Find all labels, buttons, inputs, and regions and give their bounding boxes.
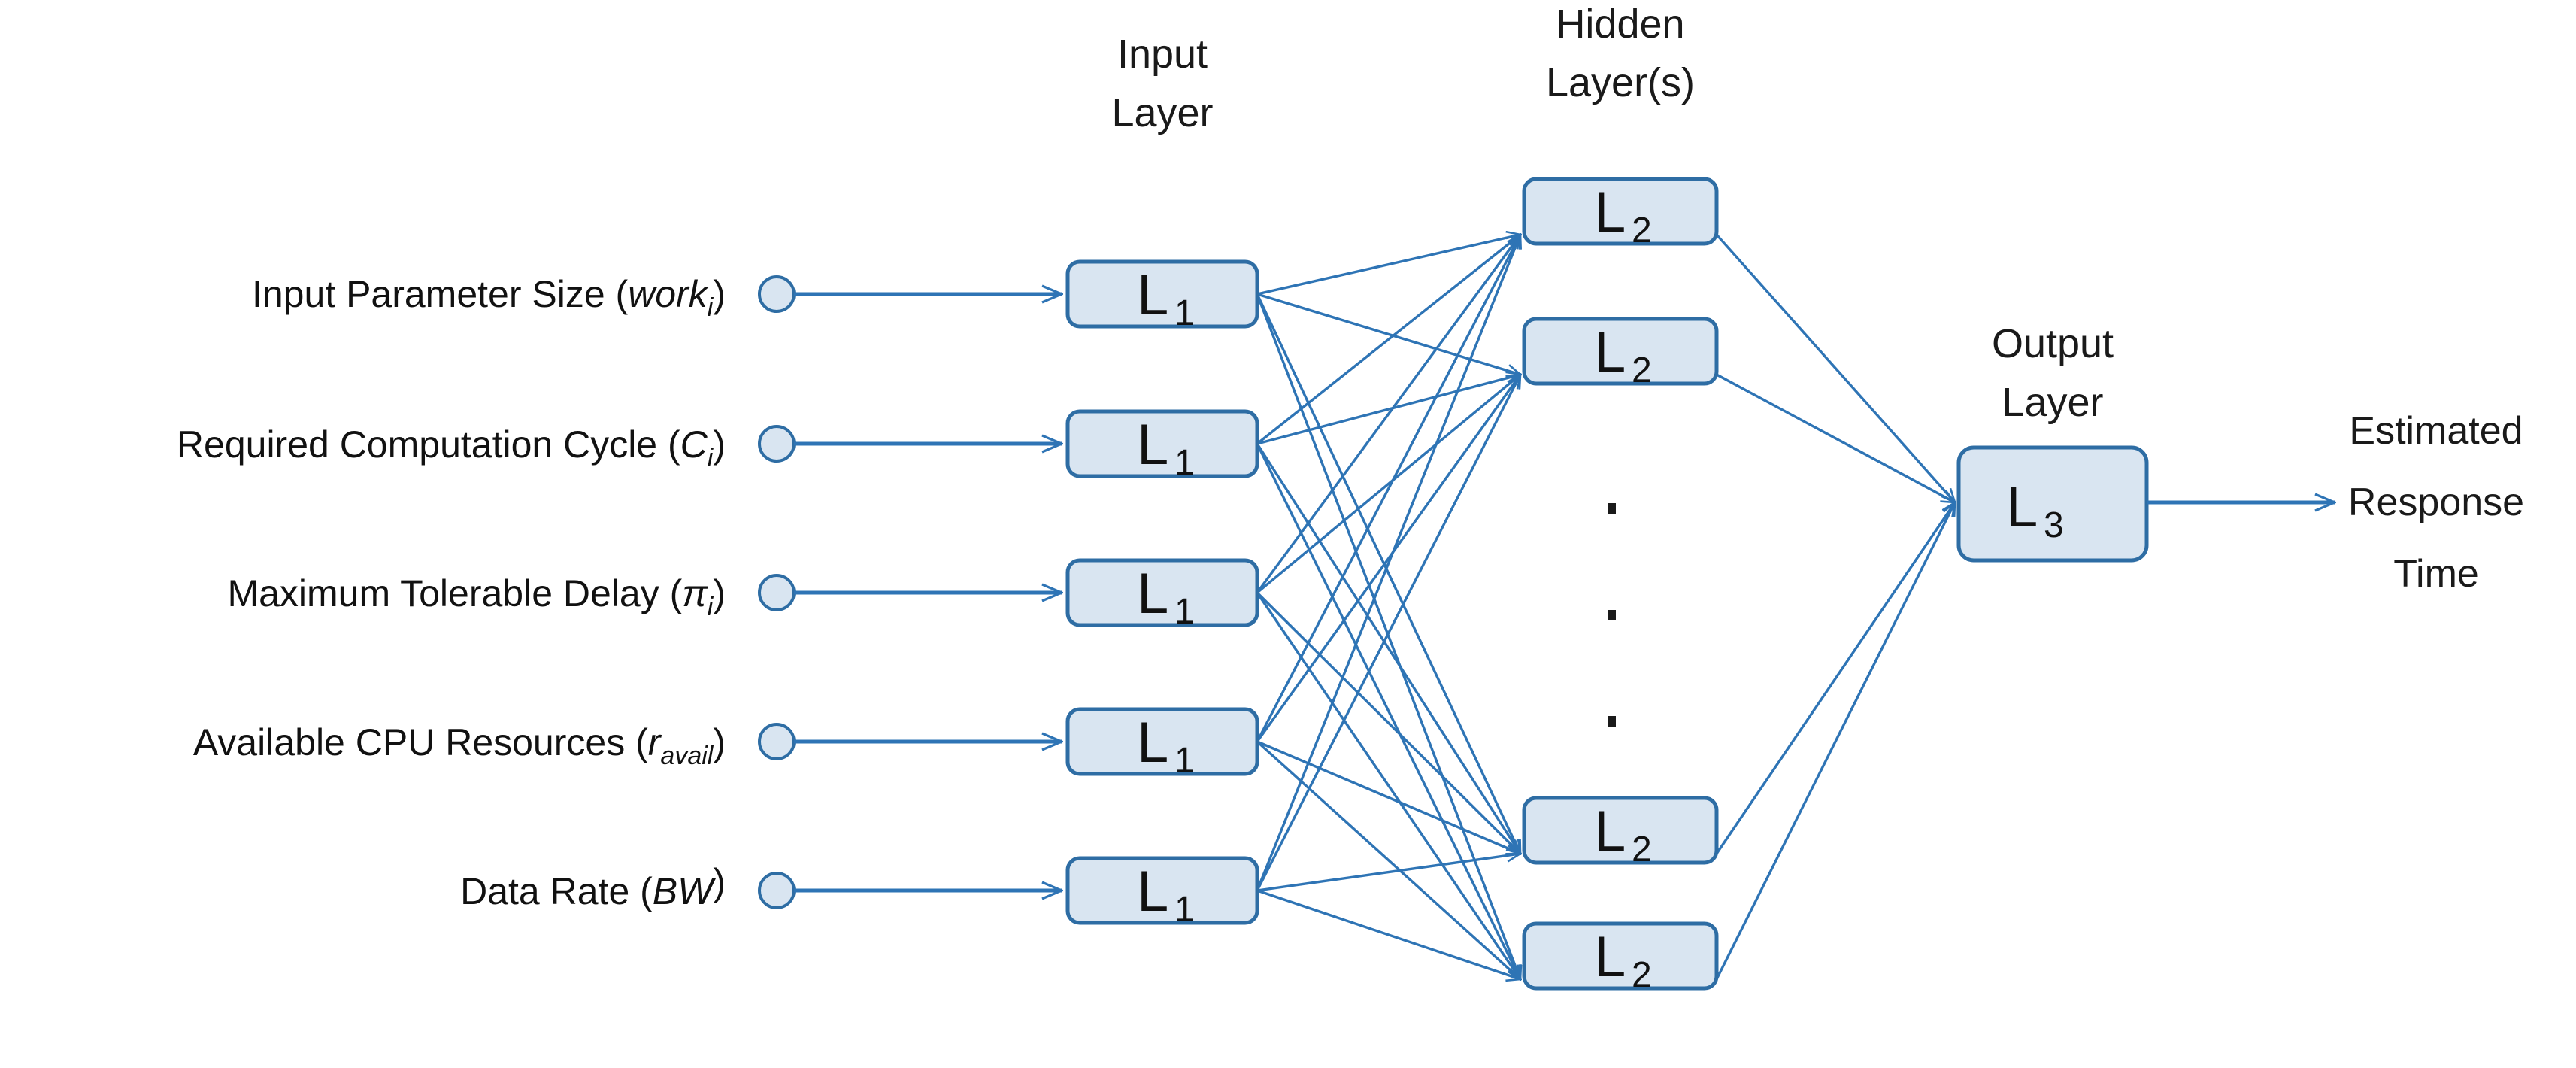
edge-l1-4-l2-1 [1256, 375, 1522, 891]
node-l2-0-label: L [1594, 181, 1626, 244]
edge-l1-0-l2-2 [1256, 293, 1522, 854]
edge-l1-3-l2-1 [1256, 375, 1520, 742]
node-l1-4-subscript: 1 [1174, 890, 1195, 930]
hidden-layer-heading-line1: Hidden [1556, 2, 1684, 47]
edge-l1-1-l2-1 [1256, 375, 1520, 445]
output-layer-heading-line2: Layer [2002, 380, 2103, 425]
input-to-layer1-arrows [794, 294, 1062, 891]
input-circle-3 [758, 723, 796, 760]
node-l1-3[interactable]: L 1 [1065, 707, 1259, 781]
node-l1-2-subscript: 1 [1174, 592, 1195, 632]
input-layer-heading-line1: Input [1117, 32, 1208, 77]
edge-l1-4-l2-2 [1256, 854, 1520, 892]
input-circle-2 [758, 574, 796, 611]
node-l2-3-subscript: 2 [1632, 955, 1652, 995]
node-l1-2[interactable]: L 1 [1065, 558, 1259, 632]
edge-l1-0-l2-3 [1256, 293, 1520, 979]
hidden-layer-ellipsis [1608, 503, 1616, 727]
input-feature-labels: Input Parameter Size (worki) Required Co… [177, 273, 726, 912]
node-l1-2-label: L [1137, 562, 1168, 626]
node-l2-2-label: L [1594, 799, 1626, 863]
edge-l1-4-l2-0 [1256, 235, 1520, 891]
input-label-0: Input Parameter Size (worki) [252, 273, 726, 322]
edge-l1-4-l2-3 [1256, 889, 1520, 979]
node-l1-4-label: L [1137, 860, 1168, 924]
node-l2-3-label: L [1594, 925, 1626, 989]
input-layer-nodes: L 1 L 1 L 1 L 1 L 1 [1065, 259, 1259, 930]
output-layer-heading-line1: Output [1992, 321, 2114, 366]
node-l1-0-subscript: 1 [1174, 293, 1195, 333]
ellipsis-dot-0 [1608, 503, 1616, 514]
output-label-line1: Estimated [2349, 409, 2523, 453]
hidden-layer-nodes: L 2 L 2 L 2 L 2 [1522, 177, 1719, 995]
input-circle-0 [758, 275, 796, 313]
node-l1-0[interactable]: L 1 [1065, 259, 1259, 333]
node-l1-0-label: L [1137, 263, 1168, 327]
ellipsis-dot-1 [1608, 610, 1616, 620]
edge-l1-1-l2-2 [1256, 443, 1520, 854]
edge-l2-2-l3 [1715, 502, 1955, 854]
output-label-line2: Response [2348, 481, 2524, 524]
edge-l1-3-l2-0 [1256, 235, 1522, 742]
input-label-1: Required Computation Cycle (Ci) [177, 423, 726, 472]
node-l2-0-subscript: 2 [1632, 211, 1652, 250]
node-l2-1[interactable]: L 2 [1522, 317, 1719, 390]
edge-l2-1-l3 [1716, 373, 1955, 502]
ellipsis-dot-2 [1608, 716, 1616, 727]
edge-l1-2-l2-2 [1256, 591, 1520, 854]
edge-l1-0-l2-0 [1256, 235, 1520, 296]
node-l2-1-subscript: 2 [1632, 350, 1652, 390]
node-l2-0[interactable]: L 2 [1522, 177, 1719, 250]
edge-l1-0-l2-1 [1256, 293, 1520, 375]
heading-hidden-layer: Hidden Layer(s) [1546, 2, 1695, 105]
node-l1-1[interactable]: L 1 [1065, 409, 1259, 483]
node-l2-2[interactable]: L 2 [1522, 796, 1719, 869]
input-source-circles [758, 275, 796, 909]
node-l3-label: L [2006, 475, 2038, 539]
node-l2-2-subscript: 2 [1632, 830, 1652, 869]
node-l1-4[interactable]: L 1 [1065, 856, 1259, 930]
heading-output-layer: Output Layer [1992, 321, 2114, 425]
layer1-to-layer2-connections [1256, 235, 1522, 979]
edge-l1-1-l2-3 [1256, 443, 1522, 979]
edge-l1-3-l2-2 [1256, 740, 1520, 854]
node-l1-3-subscript: 1 [1174, 741, 1195, 781]
layer2-to-layer3-connections [1715, 233, 1956, 980]
edge-l2-0-l3 [1715, 233, 1955, 502]
input-label-3: Available CPU Resources (ravail) [193, 721, 726, 770]
input-label-4: Data Rate (BW) [460, 861, 726, 912]
edge-l1-1-l2-0 [1256, 235, 1520, 445]
input-circle-4 [758, 872, 796, 909]
output-result-label: Estimated Response Time [2348, 409, 2524, 596]
node-l1-1-label: L [1137, 413, 1168, 477]
node-l1-3-label: L [1137, 711, 1168, 775]
node-l3-subscript: 3 [2044, 505, 2064, 545]
heading-input-layer: Input Layer [1111, 32, 1213, 135]
node-l2-1-label: L [1594, 320, 1626, 384]
output-label-line3: Time [2393, 552, 2479, 596]
input-circle-1 [758, 425, 796, 463]
edge-l2-3-l3 [1715, 502, 1956, 980]
node-l1-1-subscript: 1 [1174, 443, 1195, 483]
node-l2-3[interactable]: L 2 [1522, 921, 1719, 995]
edge-l1-2-l2-0 [1256, 235, 1520, 594]
input-layer-heading-line2: Layer [1111, 90, 1213, 135]
input-label-2: Maximum Tolerable Delay (πi) [227, 572, 726, 621]
edge-l1-2-l2-1 [1256, 375, 1520, 594]
node-l3[interactable]: L 3 [1956, 445, 2149, 563]
hidden-layer-heading-line2: Layer(s) [1546, 60, 1695, 105]
